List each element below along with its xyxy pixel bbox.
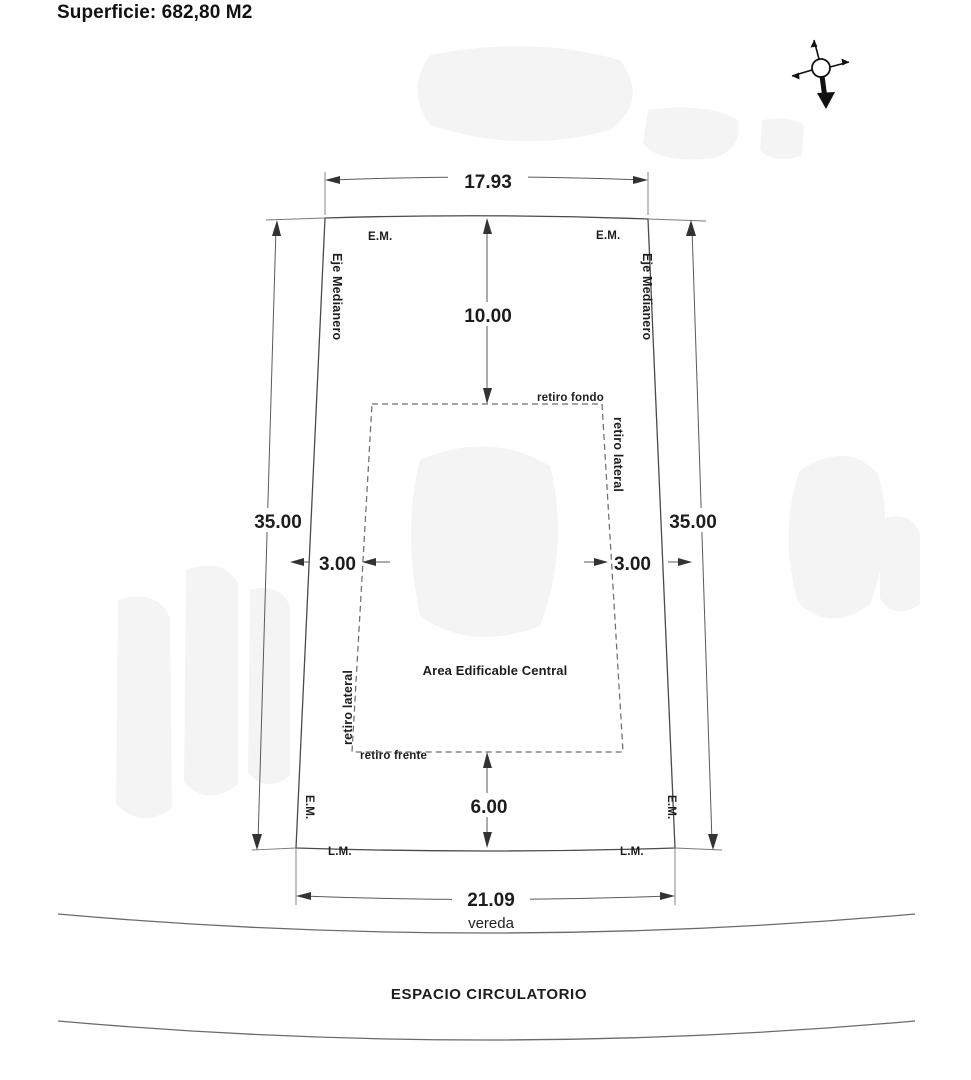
dimension-left-depth-label: 35.00 bbox=[254, 512, 302, 533]
label-eje-medianero-left: Eje Medianero bbox=[330, 253, 344, 341]
page-title: Superficie: 682,80 M2 bbox=[57, 2, 253, 23]
dimension-left-depth: 35.00 bbox=[247, 217, 326, 851]
circulation-space: ESPACIO CIRCULATORIO bbox=[57, 913, 916, 1041]
dimension-left-side-setback: 3.00 bbox=[290, 554, 390, 575]
dimension-right-depth: 35.00 bbox=[647, 218, 724, 851]
dimension-rear-setback: 10.00 bbox=[455, 218, 521, 404]
label-eje-medianero-right: Eje Medianero bbox=[640, 253, 654, 341]
label-lm-left: L.M. bbox=[328, 846, 352, 858]
buildable-area-outline bbox=[351, 403, 624, 753]
label-lm-right: L.M. bbox=[620, 846, 644, 858]
dimension-right-side-setback-label: 3.00 bbox=[614, 554, 651, 575]
label-espacio-circulatorio: ESPACIO CIRCULATORIO bbox=[391, 986, 587, 1003]
label-retiro-lateral-left: retiro lateral bbox=[341, 670, 355, 745]
watermark-graphic bbox=[116, 46, 920, 819]
dimension-front-setback-label: 6.00 bbox=[471, 797, 508, 818]
north-arrow-rose bbox=[791, 39, 850, 109]
label-retiro-frente: retiro frente bbox=[360, 750, 427, 762]
label-em-top-left: E.M. bbox=[368, 231, 392, 243]
dimension-left-side-setback-label: 3.00 bbox=[319, 554, 356, 575]
label-vereda: vereda bbox=[468, 915, 515, 932]
label-retiro-lateral-right: retiro lateral bbox=[611, 417, 625, 492]
label-retiro-fondo: retiro fondo bbox=[537, 392, 604, 404]
dimension-bottom-width-label: 21.09 bbox=[467, 890, 515, 911]
dimension-top-width: 17.93 bbox=[324, 170, 649, 215]
label-em-bottom-right: E.M. bbox=[665, 795, 677, 819]
dimension-bottom-width: 21.09 vereda bbox=[295, 848, 676, 932]
dimension-right-depth-label: 35.00 bbox=[669, 512, 717, 533]
dimension-front-setback: 6.00 bbox=[458, 752, 520, 848]
dimension-right-side-setback: 3.00 bbox=[584, 554, 692, 575]
dimension-rear-setback-label: 10.00 bbox=[464, 306, 512, 327]
dimension-top-width-label: 17.93 bbox=[464, 172, 512, 193]
label-em-bottom-left: E.M. bbox=[303, 795, 315, 819]
label-em-top-right: E.M. bbox=[596, 230, 620, 242]
label-buildable-area: Area Edificable Central bbox=[423, 663, 568, 678]
